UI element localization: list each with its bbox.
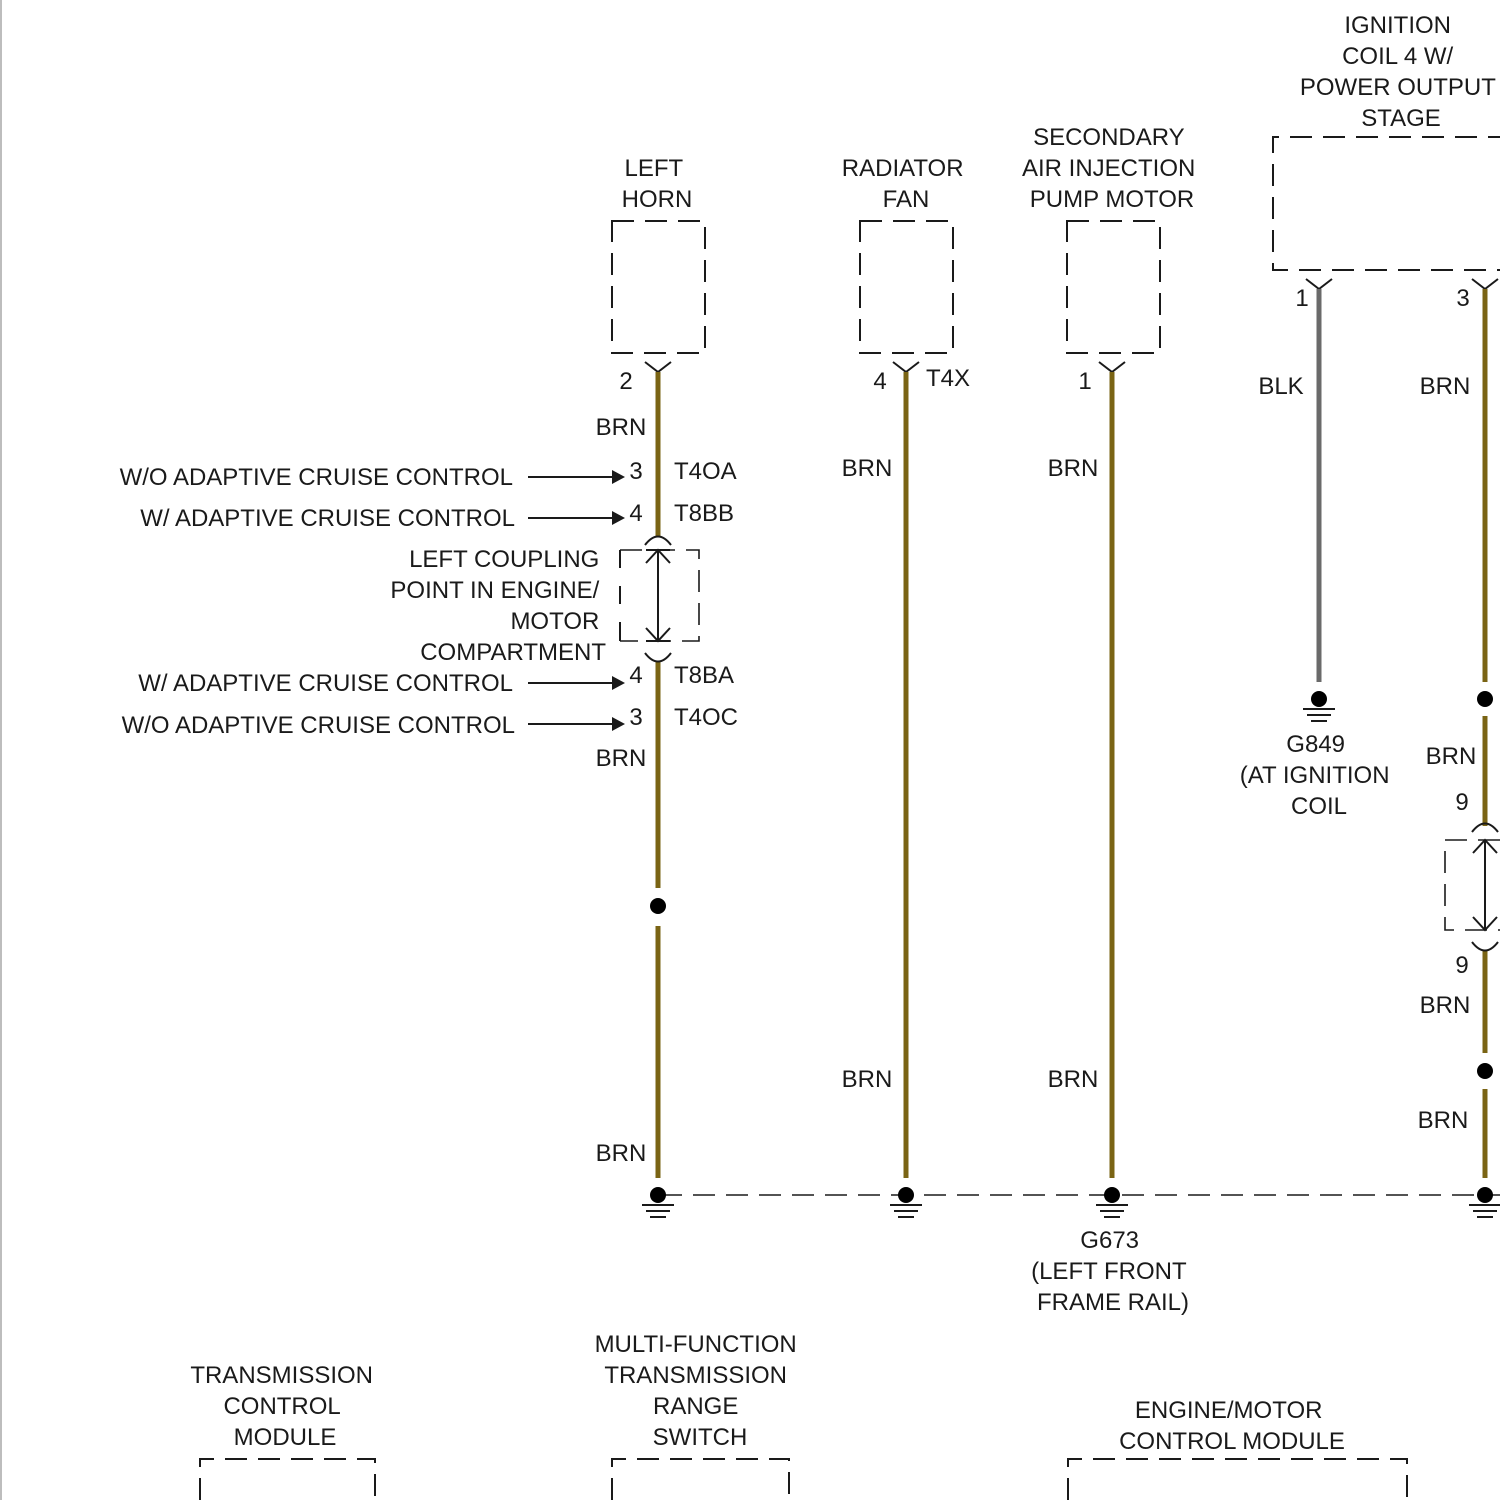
ecm-label: ENGINE/MOTOR CONTROL MODULE — [1119, 1397, 1345, 1455]
left-coupling-box[interactable] — [620, 550, 699, 641]
right-coupling-bottom-arc — [1472, 942, 1498, 951]
t4oa-connector-id: T4OA — [674, 458, 737, 485]
air-pump-pin-chevron — [1099, 362, 1125, 372]
mf-switch-label: MULTI-FUNCTION TRANSMISSION RANGE SWITCH — [595, 1331, 804, 1451]
fan-pin-number: 4 — [873, 368, 886, 395]
g673-ground-symbol-coil — [1469, 1187, 1500, 1217]
fan-connector-id: T4X — [926, 365, 970, 392]
option-label-t4oa: W/O ADAPTIVE CRUISE CONTROL — [120, 464, 513, 491]
wire-color-label: BRN — [1420, 992, 1471, 1019]
wire-color-label: BRN — [1426, 743, 1477, 770]
t4oc-pin-number: 3 — [629, 704, 642, 731]
g673-label: G673 (LEFT FRONT FRAME RAIL) — [1031, 1227, 1193, 1316]
option-label-t8ba: W/ ADAPTIVE CRUISE CONTROL — [138, 670, 513, 697]
coil-pin3-chevron — [1472, 279, 1498, 289]
coupling-bottom-arc — [645, 653, 671, 662]
t8bb-connector-id: T8BB — [674, 500, 734, 527]
arrow-t4oa-head — [612, 470, 625, 484]
g673-ground-symbol-air-pump — [1096, 1187, 1128, 1217]
coil-splice-dot-1[interactable] — [1477, 691, 1493, 707]
arrow-t8ba-head — [612, 676, 625, 690]
secondary-air-pump-label: SECONDARY AIR INJECTION PUMP MOTOR — [1022, 124, 1202, 213]
coil-splice-dot-2[interactable] — [1477, 1063, 1493, 1079]
radiator-fan-label: RADIATOR FAN — [842, 155, 970, 213]
wire-color-label: BLK — [1258, 373, 1303, 400]
right-coupling-bottom-pin: 9 — [1455, 952, 1468, 979]
option-label-t4oc: W/O ADAPTIVE CRUISE CONTROL — [122, 712, 515, 739]
right-coupling-box[interactable] — [1445, 840, 1500, 930]
wire-color-label: BRN — [842, 455, 893, 482]
tcm-box[interactable] — [200, 1459, 375, 1500]
wire-color-label: BRN — [1420, 373, 1471, 400]
g673-ground-symbol-horn — [642, 1187, 674, 1217]
right-coupling-top-pin: 9 — [1455, 789, 1468, 816]
arrow-t8bb-head — [612, 511, 625, 525]
left-horn-box[interactable] — [612, 221, 705, 353]
ignition-coil-label: IGNITION COIL 4 W/ POWER OUTPUT STAGE — [1300, 12, 1500, 132]
coupling-top-arc — [645, 537, 671, 546]
wire-color-label: BRN — [1418, 1107, 1469, 1134]
wire-color-label: BRN — [842, 1066, 893, 1093]
coil-pin3-number: 3 — [1456, 285, 1469, 312]
option-label-t8bb: W/ ADAPTIVE CRUISE CONTROL — [140, 505, 515, 532]
fan-pin-chevron — [893, 362, 919, 372]
t8ba-connector-id: T8BA — [674, 662, 734, 689]
g849-label: G849 (AT IGNITION COIL — [1240, 731, 1396, 820]
t8bb-pin-number: 4 — [629, 500, 642, 527]
horn-pin-number: 2 — [619, 368, 632, 395]
arrow-t4oc-head — [612, 717, 625, 731]
ignition-coil-box[interactable] — [1273, 137, 1500, 270]
radiator-fan-box[interactable] — [860, 221, 953, 353]
wire-color-label: BRN — [596, 745, 647, 772]
left-coupling-label: LEFT COUPLING POINT IN ENGINE/ MOTOR COM… — [390, 546, 606, 666]
g673-ground-symbol-fan — [890, 1187, 922, 1217]
coil-pin1-number: 1 — [1295, 285, 1308, 312]
mf-switch-box[interactable] — [612, 1459, 789, 1500]
horn-pin-chevron — [645, 362, 671, 372]
ecm-box[interactable] — [1068, 1459, 1407, 1500]
wire-color-label: BRN — [1048, 1066, 1099, 1093]
horn-splice-dot[interactable] — [650, 898, 666, 914]
t4oa-pin-number: 3 — [629, 458, 642, 485]
t8ba-pin-number: 4 — [629, 662, 642, 689]
left-horn-label: LEFT HORN — [622, 155, 693, 213]
wire-color-label: BRN — [596, 414, 647, 441]
secondary-air-pump-box[interactable] — [1067, 221, 1160, 353]
t4oc-connector-id: T4OC — [674, 704, 738, 731]
tcm-label: TRANSMISSION CONTROL MODULE — [190, 1362, 379, 1451]
wire-color-label: BRN — [1048, 455, 1099, 482]
coil-pin1-chevron — [1306, 279, 1332, 289]
wire-color-label: BRN — [596, 1140, 647, 1167]
g849-ground-dot[interactable] — [1311, 691, 1327, 707]
air-pump-pin-number: 1 — [1078, 368, 1091, 395]
